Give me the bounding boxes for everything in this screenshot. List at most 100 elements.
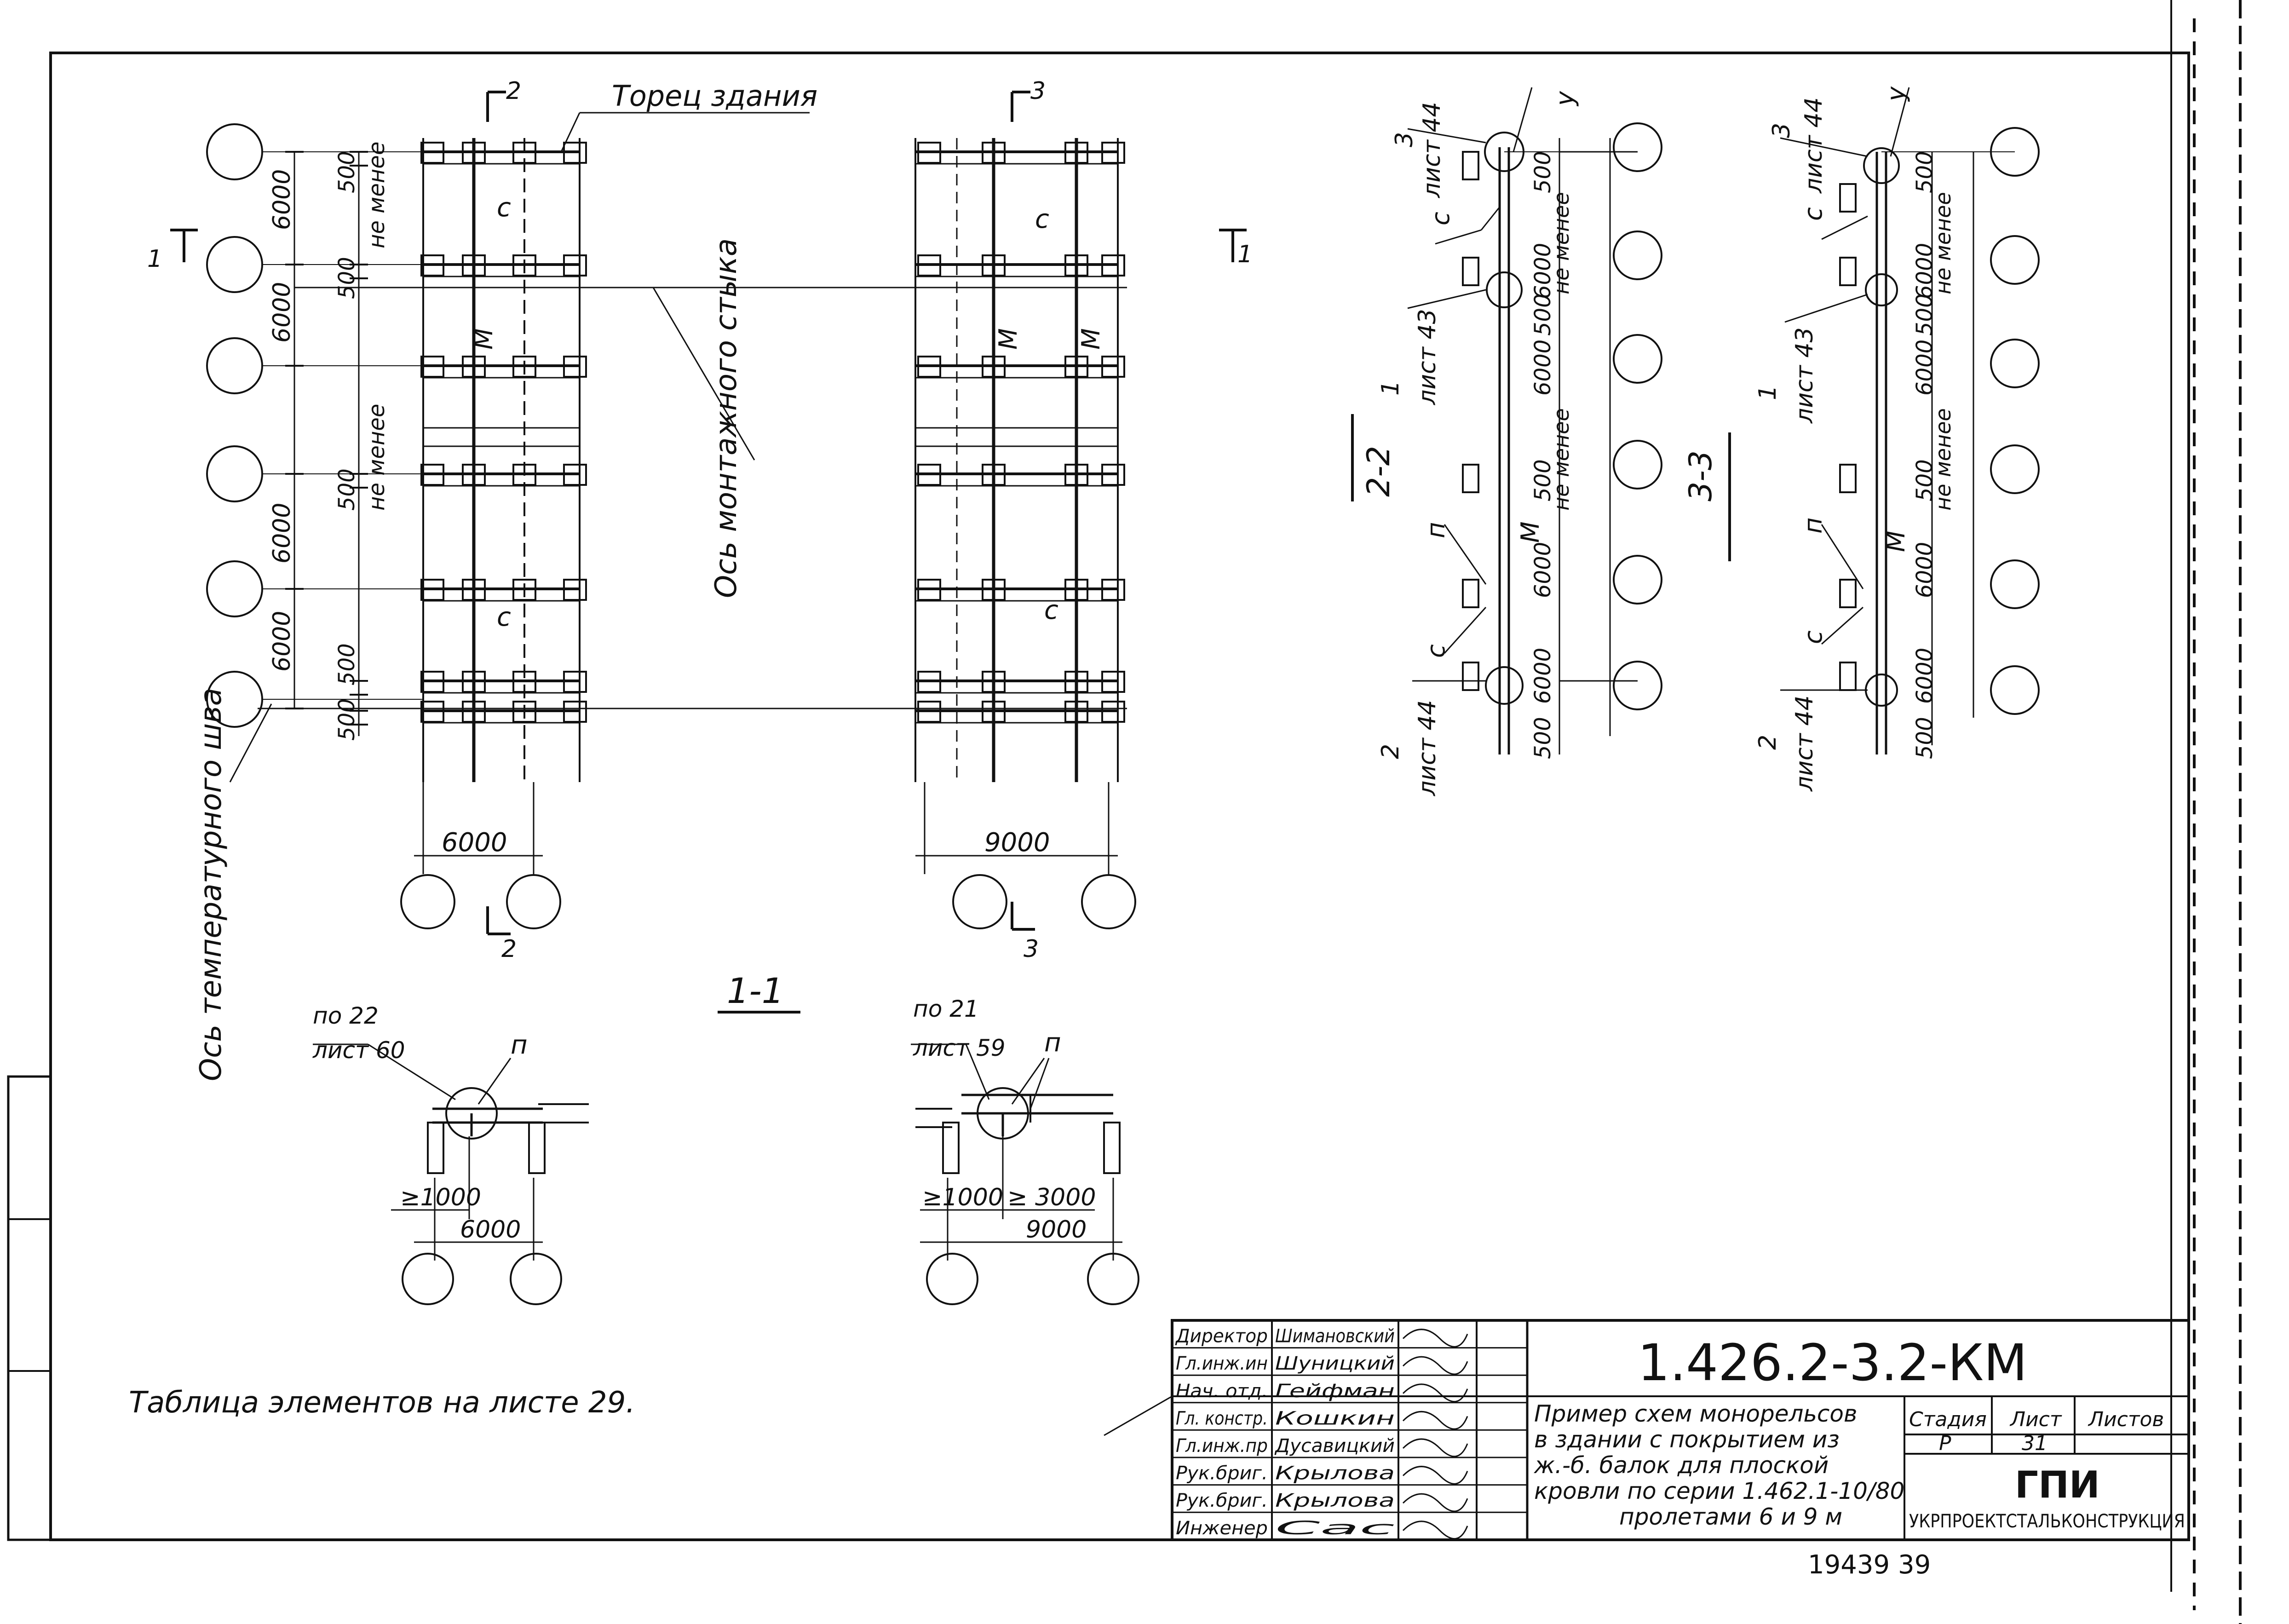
plan-bracket [462,701,486,723]
plan-bracket [1064,464,1088,486]
section33-not-less-2: не менее [1931,408,1955,511]
plan-bracket [1101,671,1125,693]
signature-mark [1402,1520,1468,1539]
plan-bracket [1101,701,1125,723]
section22-bracket [1462,662,1479,691]
plan-bracket [982,701,1006,723]
column-axis-bubble [952,874,1007,929]
plan-bracket [1101,142,1125,164]
temp-axis-label: Ось температурного шва [194,688,228,1081]
plan-label-c-3: с [1035,204,1049,234]
plan-bracket [512,701,536,723]
section-3-3-title: 3-3 [1683,450,1719,501]
signature-mark [1402,1411,1468,1430]
mount-axis-leader [652,287,755,461]
signature-mark [1402,1438,1468,1457]
staff-name: Крылова [1275,1490,1395,1511]
sec33-ref1-sheet: лист 43 [1791,327,1818,424]
column-axis-bubble [400,874,455,929]
dim-6000-3: 6000 [268,503,296,564]
sec11-axis-bubble [926,1253,978,1305]
dim-6000-1: 6000 [268,169,296,230]
dim-6000-4: 6000 [268,611,296,672]
section-mark-1-right [1219,229,1247,262]
section-1-left-label: 1 [147,245,162,273]
description-line: кровли по серии 1.462.1-10/80 [1534,1478,1904,1504]
section33-bracket [1839,464,1857,493]
plan-bracket [1064,142,1088,164]
sec33-ref3-num: 3 [1768,123,1795,138]
sec11-axis-bubble [402,1253,454,1305]
section22-dim-500: 500 [1530,151,1556,193]
sec22-axis-bubble [1613,334,1662,384]
section33-dim-6000: 6000 [1912,648,1938,704]
sec11-right-ref-top: по 21 [913,996,979,1022]
sec11-right-ref-bottom: лист 59 [913,1035,1006,1061]
signature-mark [1402,1383,1468,1402]
section22-bracket [1462,151,1479,180]
section33-dim-6000: 6000 [1912,243,1938,299]
section22-bracket [1462,579,1479,608]
not-less-1: не менее [364,142,390,248]
plan-bracket [982,142,1006,164]
sec22-ref2-sheet: лист 44 [1414,700,1441,796]
section22-dim-6000: 6000 [1530,243,1556,299]
sec33-ref2-sheet: лист 44 [1791,695,1818,792]
sec22-label-c-top: с [1426,212,1455,225]
staff-role: Инженер [1176,1518,1268,1539]
plan-bracket [420,142,444,164]
section-mark-1-left [170,229,198,262]
sec33-label-y: у [1881,86,1910,102]
staff-name: Шуницкий [1275,1353,1395,1374]
section-mark-2-bottom [486,906,511,935]
plan-bracket [1064,254,1088,276]
section22-dim-500: 500 [1530,717,1556,759]
sheets-label: Листов [2088,1408,2164,1431]
plan-bracket [1101,356,1125,378]
column-axis-bubble [206,236,263,293]
section-mark-3-top [1011,91,1030,122]
sec11-right-dim-3000: ≥ 3000 [1007,1184,1096,1211]
plan-bracket [420,254,444,276]
staff-name: Гейфман [1275,1381,1395,1402]
dim-500-3: 500 [334,468,360,511]
plan-bracket [982,356,1006,378]
plan-bracket [512,671,536,693]
sheet-label: Лист [2009,1408,2062,1431]
plan-bracket [982,579,1006,601]
section-mark-3-bottom [1011,902,1035,931]
section22-not-less-2: не менее [1549,408,1574,511]
sec33-axis-bubble [1990,444,2040,494]
sec11-axis-bubble [510,1253,562,1305]
sec22-ref1-sheet: лист 43 [1414,309,1441,405]
section22-bracket [1462,464,1479,493]
description-line: в здании с покрытием из [1534,1426,1840,1453]
description-line: пролетами 6 и 9 м [1619,1503,1842,1530]
plan-bracket [512,579,536,601]
staff-role: Гл.инж.ин [1176,1353,1268,1374]
plan-bracket [1064,579,1088,601]
sec22-label-c-bottom: с [1421,644,1450,658]
sec22-axis-bubble [1613,230,1662,280]
plan-bracket [982,254,1006,276]
plan-bracket [563,254,587,276]
elements-table-note: Таблица элементов на листе 29. [129,1386,635,1420]
plan-bracket [1101,579,1125,601]
plan-bracket [563,464,587,486]
section-3-top-label: 3 [1030,77,1046,105]
sec33-ref2-num: 2 [1754,735,1782,750]
section-1-1-title: 1-1 [727,970,784,1011]
staff-name: Кошкин [1275,1408,1395,1429]
plan-bracket [917,671,941,693]
plan-bracket [1064,701,1088,723]
section33-dim-6000: 6000 [1912,542,1938,598]
plan-bracket [1064,671,1088,693]
stage-value: Р [1939,1432,1951,1455]
description-line: ж.-б. балок для плоской [1534,1452,1829,1479]
plan-right-9000 [914,138,1125,782]
section22-dim-6000: 6000 [1530,648,1556,704]
sec11-right-label-p: п [1044,1028,1061,1058]
sec22-axis-bubble [1613,440,1662,490]
staff-role: Гл. констр. [1176,1408,1268,1429]
